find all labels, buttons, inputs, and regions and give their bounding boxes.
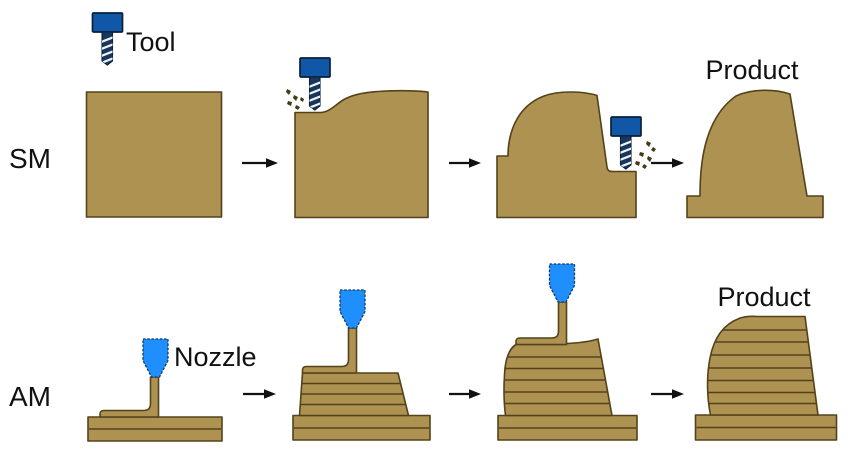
layer-lines <box>707 329 818 405</box>
am-product-label: Product <box>717 282 811 312</box>
layer-lines <box>299 382 409 406</box>
sm-product-label: Product <box>705 55 799 85</box>
right-arrow-icon <box>242 158 278 168</box>
cutting-chips <box>286 89 304 110</box>
nozzle-label: Nozzle <box>174 342 257 372</box>
milling-tool-icon <box>300 58 330 110</box>
tool-legend: Tool <box>93 13 176 65</box>
sm-stage-product <box>686 89 824 219</box>
am-stage-first-layer: Nozzle <box>87 338 257 442</box>
extruded-filament <box>515 301 568 346</box>
right-arrow-icon <box>651 389 684 399</box>
sm-stage-raw-block <box>85 91 223 218</box>
layer-lines <box>504 356 612 405</box>
sm-workpiece-3 <box>496 91 637 219</box>
right-arrow-icon <box>651 158 684 168</box>
sm-workpiece-2 <box>294 89 429 219</box>
right-arrow-icon <box>449 389 481 399</box>
cutting-chips <box>635 141 656 169</box>
sm-row-label: SM <box>9 143 51 174</box>
am-stage-partial-stack <box>292 289 431 441</box>
right-arrow-icon <box>449 158 481 168</box>
extruded-filament <box>301 327 358 374</box>
right-arrow-icon <box>243 389 276 399</box>
extruded-filament <box>99 376 160 418</box>
milling-tool-icon <box>93 13 123 65</box>
layered-product <box>706 315 819 416</box>
sm-stage-first-cut <box>286 58 429 219</box>
extrusion-nozzle-icon <box>339 289 366 329</box>
extrusion-nozzle-icon <box>548 263 576 303</box>
am-stage-product: Product <box>694 282 838 441</box>
sm-stage-second-cut <box>496 91 656 219</box>
extrusion-nozzle-icon <box>142 338 169 378</box>
am-stage-tall-stack <box>497 263 638 441</box>
tool-label: Tool <box>126 27 176 57</box>
am-row-label: AM <box>9 381 51 412</box>
